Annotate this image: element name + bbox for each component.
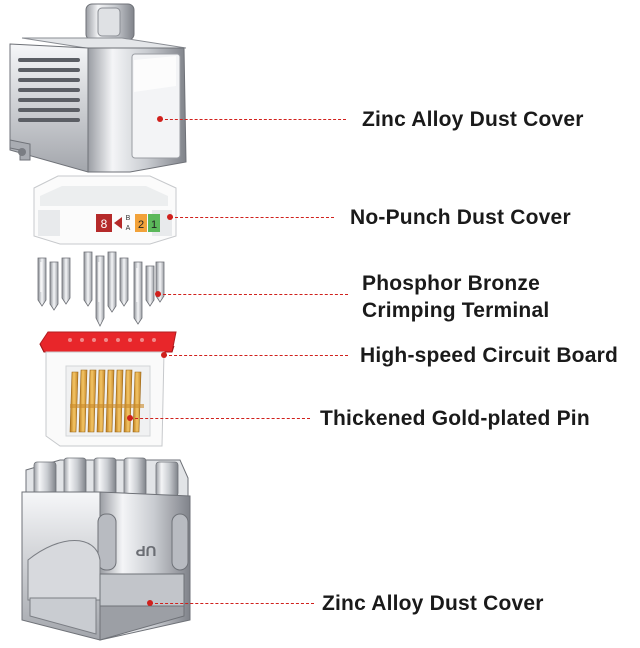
- label-no-punch-cover: No-Punch Dust Cover: [350, 206, 571, 229]
- leader-dot-gold-pin: [127, 415, 133, 421]
- label-terminal-line-2: Crimping Terminal: [362, 299, 550, 322]
- bottom-zinc-cover: UP: [21, 457, 191, 641]
- leader-circuit-board: [164, 355, 348, 356]
- circuit-board: [39, 331, 177, 353]
- up-mark: UP: [136, 542, 157, 559]
- label-gold-pin: Thickened Gold-plated Pin: [320, 407, 590, 430]
- leader-gold-pin: [130, 418, 310, 419]
- leader-bottom-cover: [150, 603, 314, 604]
- pin-b-text: B: [126, 215, 131, 222]
- leader-dot-circuit-board: [161, 352, 167, 358]
- no-punch-cover: 8 B A 2 1: [33, 175, 177, 245]
- top-zinc-cover: [9, 3, 187, 173]
- leader-terminal: [158, 294, 348, 295]
- leader-dot-terminal: [155, 291, 161, 297]
- label-bottom-cover: Zinc Alloy Dust Cover: [322, 592, 544, 615]
- pin-1-text: 1: [151, 219, 157, 231]
- leader-dot-no-punch-cover: [167, 214, 173, 220]
- pin-8-block: [96, 214, 112, 232]
- label-top-cover: Zinc Alloy Dust Cover: [362, 108, 584, 131]
- pin-8-text: 8: [101, 217, 108, 231]
- pin-a-text: A: [126, 225, 131, 232]
- leader-dot-bottom-cover: [147, 600, 153, 606]
- leader-dot-top-cover: [157, 116, 163, 122]
- pin-2-text: 2: [138, 219, 144, 231]
- crimping-terminals: [37, 251, 165, 327]
- label-circuit-board: High-speed Circuit Board: [360, 344, 618, 367]
- pin-2-block: [135, 214, 147, 232]
- pin-1-block: [148, 214, 160, 232]
- leader-top-cover: [160, 119, 346, 120]
- circuit-board-assembly: [39, 331, 177, 447]
- leader-no-punch-cover: [170, 217, 334, 218]
- gold-plated-pins: [69, 369, 142, 433]
- label-terminal-line-1: Phosphor Bronze: [362, 272, 541, 295]
